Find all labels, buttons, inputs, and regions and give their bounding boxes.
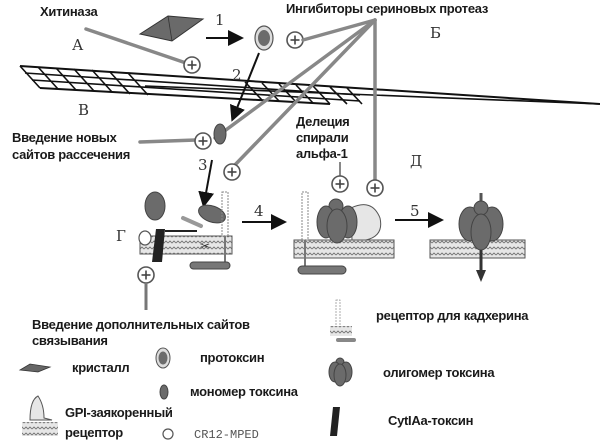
toxin-monomer-icon xyxy=(213,123,227,145)
peritrophic-matrix xyxy=(19,65,600,105)
step-2-arrow xyxy=(230,52,260,122)
chitinase-enhance-plus-icon xyxy=(183,56,201,74)
region-letter-v: В xyxy=(78,101,89,119)
new-cleavage-label-line1: Введение новых xyxy=(12,130,118,145)
cleavage-line xyxy=(138,138,198,144)
step-3-arrow xyxy=(198,159,215,208)
helix-deletion-label-line3: альфа-1 xyxy=(296,146,348,161)
step-4-label: 4 xyxy=(254,202,264,220)
cleavage-plus-icon xyxy=(194,132,212,150)
helix-deletion-label-line1: Делеция xyxy=(296,114,349,129)
helix-deletion-label-line2: спирали xyxy=(296,130,349,145)
toxin-bound-monomer-icon xyxy=(198,204,226,224)
step-3-label: 3 xyxy=(198,156,208,174)
legend-gpi-receptor-icon xyxy=(22,395,58,436)
toxin-oligomer-d-icon xyxy=(316,198,358,244)
legend-oligomer-label: олигомер токсина xyxy=(383,365,495,380)
region-letter-d: Д xyxy=(410,152,422,170)
toxin-monomer-g-icon xyxy=(144,191,166,221)
extra-binding-label-line2: связывания xyxy=(32,333,108,348)
svg-text:✂: ✂ xyxy=(200,239,210,253)
legend-cyt-icon xyxy=(330,407,340,436)
chitinase-line xyxy=(84,27,188,65)
oligomer-inhibitor-plus-icon xyxy=(366,179,384,197)
legend: кристалл протоксин мономер токсина GPI-з… xyxy=(18,299,530,442)
region-letter-b: Б xyxy=(430,24,441,42)
legend-cadherin-label: рецептор для кадхерина xyxy=(376,308,529,323)
step-5-label: 5 xyxy=(410,202,420,220)
legend-cadherin-receptor-icon xyxy=(330,299,356,342)
legend-cyt-label: CytIAa-токсин xyxy=(388,413,473,428)
new-cleavage-label-line2: сайтов рассечения xyxy=(12,147,130,162)
region-letter-a: А xyxy=(72,36,84,54)
serine-protease-inhibitors-label: Ингибиторы сериновых протеаз xyxy=(286,1,489,16)
helix-plus-icon-left xyxy=(223,163,241,181)
extra-binding-label-line1: Введение дополнительных сайтов xyxy=(32,317,250,332)
legend-crystal-icon xyxy=(18,363,52,373)
legend-oligomer-icon xyxy=(328,357,353,387)
region-letter-g: Г xyxy=(116,227,126,245)
legend-gpi-label-line1: GPI-заякоренный xyxy=(65,405,173,420)
toxin-pore-icon xyxy=(458,193,504,282)
legend-cr12-label: CR12-MPED xyxy=(194,428,259,442)
panel-d-membrane xyxy=(293,239,395,259)
protoxin-inhibitor-plus-icon xyxy=(286,31,304,49)
crystal-icon xyxy=(138,15,205,42)
cadherin-receptor-d-icon xyxy=(301,191,309,241)
legend-crystal-label: кристалл xyxy=(72,360,129,375)
chitinase-label: Хитиназа xyxy=(40,4,98,19)
legend-monomer-label: мономер токсина xyxy=(190,384,299,399)
legend-monomer-icon xyxy=(159,384,169,400)
step-1-label: 1 xyxy=(215,11,225,29)
cr12-mped-icon xyxy=(138,230,152,246)
helix-deletion-plus-icon xyxy=(331,175,349,193)
step-2-label: 2 xyxy=(232,66,242,84)
cyt-toxin-icon xyxy=(152,229,165,262)
binding-plus-icon xyxy=(137,266,155,284)
legend-gpi-label-line2: рецептор xyxy=(65,425,123,440)
gpi-receptor-d-icon xyxy=(350,204,382,241)
legend-protoxin-label: протоксин xyxy=(200,350,264,365)
legend-cr12-icon xyxy=(162,428,174,440)
